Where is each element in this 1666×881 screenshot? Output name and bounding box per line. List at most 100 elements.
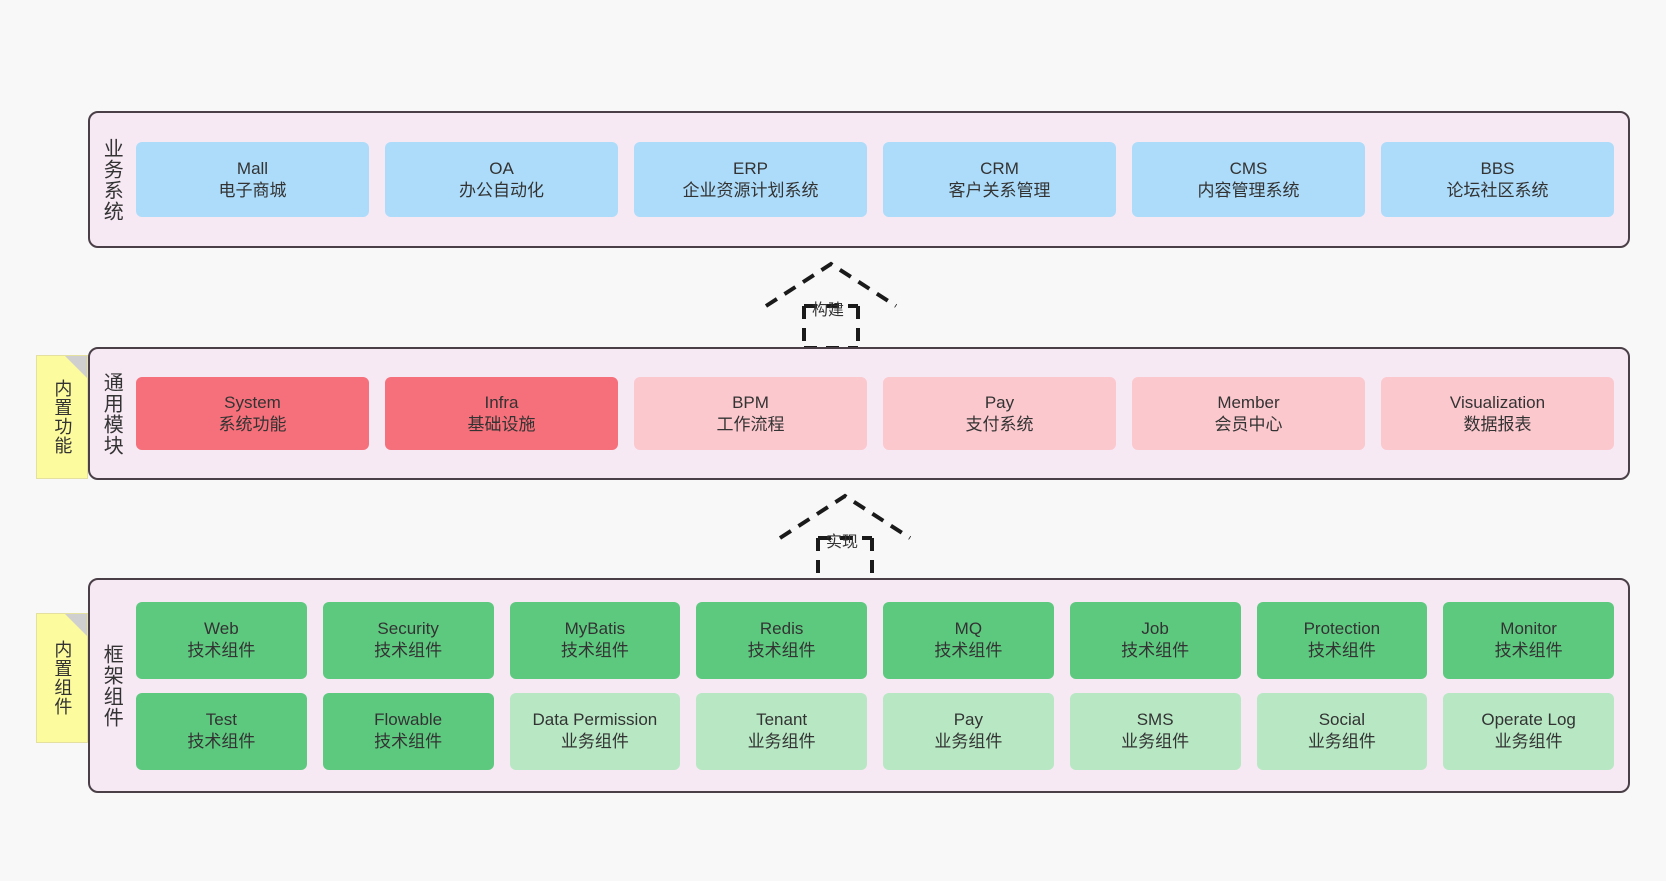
card-title: Redis — [759, 619, 804, 639]
card-title: Member — [1217, 392, 1280, 412]
card-subtitle: 业务组件 — [1494, 732, 1563, 751]
card-data-permission[interactable]: Data Permission 业务组件 — [509, 692, 681, 770]
card-subtitle: 技术组件 — [934, 641, 1003, 660]
arrowhead-triangle — [764, 261, 898, 308]
card-title: Tenant — [756, 710, 808, 730]
card-title: BBS — [1480, 158, 1515, 178]
card-title: Security — [377, 619, 439, 639]
card-mall[interactable]: Mall 电子商城 — [136, 142, 369, 217]
card-subtitle: 办公自动化 — [459, 180, 544, 200]
card-social[interactable]: Social 业务组件 — [1256, 692, 1428, 770]
card-job[interactable]: Job 技术组件 — [1069, 601, 1241, 679]
card-web[interactable]: Web 技术组件 — [136, 601, 307, 679]
card-bbs[interactable]: BBS 论坛社区系统 — [1381, 142, 1614, 217]
connector-build: 构建 — [756, 258, 906, 350]
connector-build-label: 构建 — [812, 302, 845, 319]
card-subtitle: 技术组件 — [1494, 641, 1563, 660]
card-subtitle: 技术组件 — [374, 732, 443, 751]
card-erp[interactable]: ERP 企业资源计划系统 — [634, 142, 867, 217]
card-title: Pay — [953, 710, 984, 730]
card-title: Web — [204, 619, 239, 639]
card-subtitle: 技术组件 — [560, 641, 629, 660]
layer-label-common-module: 通用模块 — [100, 371, 123, 456]
card-operate-log[interactable]: Operate Log 业务组件 — [1443, 692, 1614, 770]
card-subtitle: 工作流程 — [716, 414, 785, 434]
card-subtitle: 论坛社区系统 — [1446, 180, 1549, 200]
card-row: System 系统功能 Infra 基础设施 BPM 工作流程 Pay 支付系统… — [136, 377, 1614, 450]
card-title: Infra — [484, 392, 519, 412]
layer-body-framework-component: Web 技术组件 Security 技术组件 MyBatis 技术组件 Redi… — [132, 580, 1628, 791]
connector-implement-svg — [778, 493, 912, 582]
card-member[interactable]: Member 会员中心 — [1132, 377, 1365, 450]
card-subtitle: 数据报表 — [1463, 414, 1532, 434]
card-subtitle: 技术组件 — [187, 641, 256, 660]
card-cms[interactable]: CMS 内容管理系统 — [1132, 142, 1365, 217]
card-title: ERP — [733, 158, 768, 178]
card-row: Test 技术组件 Flowable 技术组件 Data Permission … — [136, 692, 1614, 770]
card-title: Test — [205, 710, 237, 730]
card-redis[interactable]: Redis 技术组件 — [696, 601, 867, 679]
card-mybatis[interactable]: MyBatis 技术组件 — [509, 601, 681, 679]
card-title: BPM — [732, 392, 769, 412]
card-pay[interactable]: Pay 支付系统 — [883, 377, 1116, 450]
card-protection[interactable]: Protection 技术组件 — [1256, 601, 1428, 679]
note-builtin-function[interactable]: 内置功能 — [36, 355, 88, 479]
card-title: MQ — [954, 619, 983, 639]
card-sms[interactable]: SMS 业务组件 — [1069, 692, 1241, 770]
card-title: Protection — [1303, 619, 1381, 639]
note-label: 内置功能 — [52, 379, 73, 455]
layer-business-system[interactable]: 业务系统 Mall 电子商城 OA 办公自动化 ERP 企业资源计划系统 CRM — [88, 111, 1630, 248]
card-infra[interactable]: Infra 基础设施 — [385, 377, 618, 450]
card-subtitle: 业务组件 — [1307, 732, 1376, 751]
card-title: CRM — [980, 158, 1019, 178]
card-subtitle: 技术组件 — [747, 641, 816, 660]
card-title: MyBatis — [564, 619, 626, 639]
card-title: OA — [489, 158, 514, 178]
note-builtin-component[interactable]: 内置组件 — [36, 613, 88, 743]
card-row: Mall 电子商城 OA 办公自动化 ERP 企业资源计划系统 CRM 客户关系… — [136, 142, 1614, 217]
card-title: Operate Log — [1481, 710, 1576, 730]
card-pay-business[interactable]: Pay 业务组件 — [883, 692, 1054, 770]
card-subtitle: 业务组件 — [934, 732, 1003, 751]
card-subtitle: 技术组件 — [374, 641, 443, 660]
card-subtitle: 系统功能 — [218, 414, 287, 434]
card-subtitle: 技术组件 — [1121, 641, 1190, 660]
card-subtitle: 业务组件 — [1121, 732, 1190, 751]
layer-body-common-module: System 系统功能 Infra 基础设施 BPM 工作流程 Pay 支付系统… — [132, 349, 1628, 478]
layer-label-business-system: 业务系统 — [100, 137, 123, 222]
layer-framework-component[interactable]: 框架组件 Web 技术组件 Security 技术组件 MyBatis 技术组件… — [88, 578, 1630, 793]
card-row: Web 技术组件 Security 技术组件 MyBatis 技术组件 Redi… — [136, 601, 1614, 679]
card-subtitle: 基础设施 — [467, 414, 536, 434]
card-security[interactable]: Security 技术组件 — [322, 601, 494, 679]
card-subtitle: 企业资源计划系统 — [682, 180, 819, 200]
connector-implement: 实现 — [770, 490, 920, 582]
card-monitor[interactable]: Monitor 技术组件 — [1443, 601, 1614, 679]
card-title: Job — [1141, 619, 1169, 639]
card-crm[interactable]: CRM 客户关系管理 — [883, 142, 1116, 217]
card-system[interactable]: System 系统功能 — [136, 377, 369, 450]
card-test[interactable]: Test 技术组件 — [136, 692, 307, 770]
card-title: System — [224, 392, 281, 412]
card-mq[interactable]: MQ 技术组件 — [883, 601, 1054, 679]
card-subtitle: 电子商城 — [218, 180, 287, 200]
card-title: Social — [1318, 710, 1366, 730]
card-title: Data Permission — [532, 710, 658, 730]
card-subtitle: 支付系统 — [965, 414, 1034, 434]
card-oa[interactable]: OA 办公自动化 — [385, 142, 618, 217]
card-title: CMS — [1229, 158, 1268, 178]
card-flowable[interactable]: Flowable 技术组件 — [322, 692, 494, 770]
card-title: SMS — [1136, 710, 1174, 730]
layer-common-module[interactable]: 通用模块 System 系统功能 Infra 基础设施 BPM 工作流程 Pay — [88, 347, 1630, 480]
card-subtitle: 技术组件 — [1307, 641, 1376, 660]
layer-label-framework-component: 框架组件 — [100, 643, 123, 728]
note-label: 内置组件 — [52, 640, 73, 716]
card-subtitle: 内容管理系统 — [1197, 180, 1300, 200]
card-bpm[interactable]: BPM 工作流程 — [634, 377, 867, 450]
card-title: Monitor — [1500, 619, 1557, 639]
card-visualization[interactable]: Visualization 数据报表 — [1381, 377, 1614, 450]
card-subtitle: 业务组件 — [747, 732, 816, 751]
card-tenant[interactable]: Tenant 业务组件 — [696, 692, 867, 770]
card-title: Flowable — [374, 710, 443, 730]
card-title: Pay — [984, 392, 1015, 412]
